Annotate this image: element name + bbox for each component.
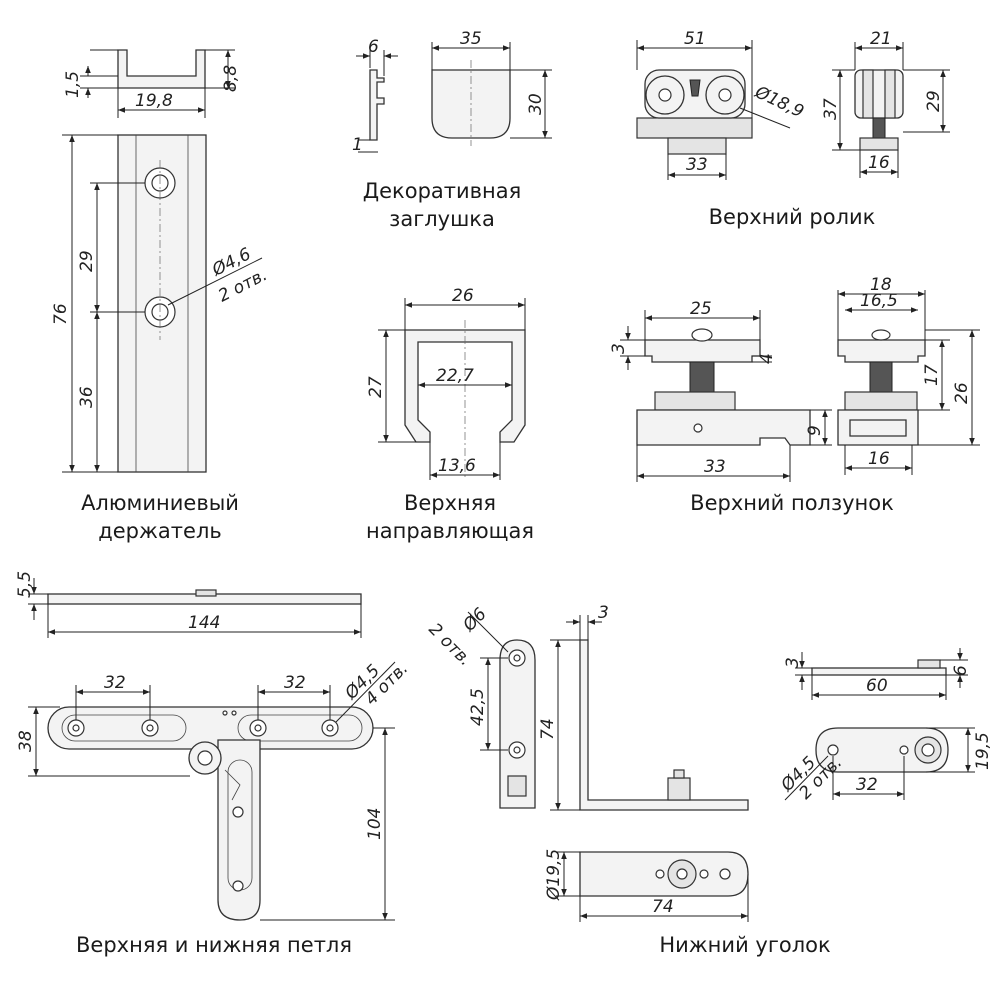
- decorative-cap: 6 1 35 30 Декоративная заглушка: [352, 29, 552, 231]
- slider-side-plate: [837, 339, 926, 363]
- dim-slider-16-5: 16,5: [860, 291, 898, 311]
- dim-hinge-104: 104: [365, 808, 385, 840]
- slider-screw: [689, 361, 715, 393]
- caption-bracket: Нижний уголок: [659, 933, 830, 957]
- slider-top-plate: [644, 339, 761, 363]
- dim-bs-32: 32: [856, 775, 878, 795]
- dim-slider-4: 4: [757, 353, 777, 364]
- dim-holder-8-8: 8,8: [221, 65, 241, 92]
- guide-profile: [404, 329, 526, 443]
- dim-bs-19-5: 19,5: [973, 732, 993, 770]
- dim-guide-13-6: 13,6: [438, 456, 476, 476]
- dim-br-74: 74: [538, 718, 558, 740]
- slider-side-body: [837, 409, 919, 446]
- dim-cap-35: 35: [460, 29, 482, 49]
- aluminum-holder: 1,5 8,8 19,8 76 29 36 Ø4,6 2 отв. Алюмин…: [51, 49, 271, 543]
- caption-hinge: Верхняя и нижняя петля: [76, 933, 352, 957]
- dim-bs-60: 60: [866, 676, 888, 696]
- slider-body: [636, 409, 811, 446]
- dim-bs-6: 6: [951, 665, 971, 676]
- caption-slider: Верхний ползунок: [690, 491, 894, 515]
- dim-holder-36: 36: [77, 386, 97, 408]
- plate-side-view: [811, 667, 947, 676]
- dim-cap-30: 30: [526, 93, 546, 115]
- dim-br-42-5: 42,5: [468, 688, 488, 726]
- caption-cap-1: Декоративная: [363, 179, 522, 203]
- dim-slider-3: 3: [609, 343, 629, 354]
- dim-guide-22-7: 22,7: [436, 366, 474, 386]
- dim-roller-16: 16: [868, 153, 890, 173]
- hinge: 5,5 144 32 32 Ø4,5 4 отв.: [15, 571, 412, 957]
- roller-foot: [667, 137, 727, 155]
- dim-hinge-32b: 32: [284, 673, 306, 693]
- caption-guide-2: направляющая: [366, 519, 534, 543]
- bracket-front-view: [499, 639, 536, 809]
- caption-roller: Верхний ролик: [709, 205, 876, 229]
- dim-slider-25: 25: [690, 299, 712, 319]
- dim-cap-1: 1: [352, 135, 363, 155]
- dim-guide-26: 26: [452, 286, 474, 306]
- caption-holder-1: Алюминиевый: [81, 491, 239, 515]
- roller-side-body: [854, 69, 904, 119]
- dim-slider-9: 9: [805, 425, 825, 436]
- dim-br-3: 3: [598, 603, 609, 623]
- dim-roller-21: 21: [870, 29, 892, 49]
- dim-holder-76: 76: [51, 303, 71, 325]
- dim-roller-37: 37: [821, 98, 841, 120]
- caption-cap-2: заглушка: [389, 207, 495, 231]
- dim-roller-29: 29: [924, 90, 944, 112]
- top-guide: 26 27 22,7 13,6 Верхняя направляющая: [366, 286, 534, 543]
- dim-slider-17: 17: [922, 364, 942, 386]
- holder-profile: [117, 49, 206, 89]
- dim-br-74b: 74: [652, 897, 674, 917]
- top-slider: 25 3 4 9 33 18 16,5 17 26: [609, 275, 980, 515]
- dim-guide-27: 27: [366, 376, 386, 398]
- hinge-lower-arm: [217, 739, 261, 921]
- dim-br-d19-5: Ø19,5: [544, 849, 564, 901]
- caption-guide-1: Верхняя: [404, 491, 496, 515]
- dim-br-hole: Ø6: [459, 604, 491, 636]
- dim-slider-16: 16: [868, 449, 890, 469]
- bottom-plate: 3 6 60 Ø4,5 2 отв. 32 19,5: [777, 648, 993, 804]
- top-roller: 51 Ø18,9 33 21 37 29 16 Верхний ролик: [636, 29, 950, 229]
- dim-slider-26: 26: [952, 382, 972, 404]
- dim-slider-33: 33: [704, 457, 726, 477]
- bottom-bracket: Ø6 2 отв. 42,5 74 3 Ø19,5 74 Нижни: [424, 603, 830, 957]
- roller-base: [636, 117, 753, 139]
- dim-slider-18: 18: [870, 275, 892, 295]
- dim-hinge-32a: 32: [104, 673, 126, 693]
- dim-roller-51: 51: [684, 29, 706, 49]
- dim-hinge-38: 38: [16, 730, 36, 752]
- bracket-side-view: [579, 639, 749, 811]
- dim-holder-1-5: 1,5: [63, 71, 83, 98]
- dim-hinge-144: 144: [188, 613, 220, 633]
- dim-roller-33: 33: [686, 155, 708, 175]
- cap-side-view: [369, 69, 385, 141]
- dim-hinge-5-5: 5,5: [15, 571, 35, 598]
- dim-bs-3: 3: [783, 657, 803, 668]
- dim-holder-19-8: 19,8: [135, 91, 173, 111]
- dim-cap-6: 6: [368, 37, 379, 57]
- caption-holder-2: держатель: [98, 519, 222, 543]
- dim-holder-29: 29: [77, 250, 97, 272]
